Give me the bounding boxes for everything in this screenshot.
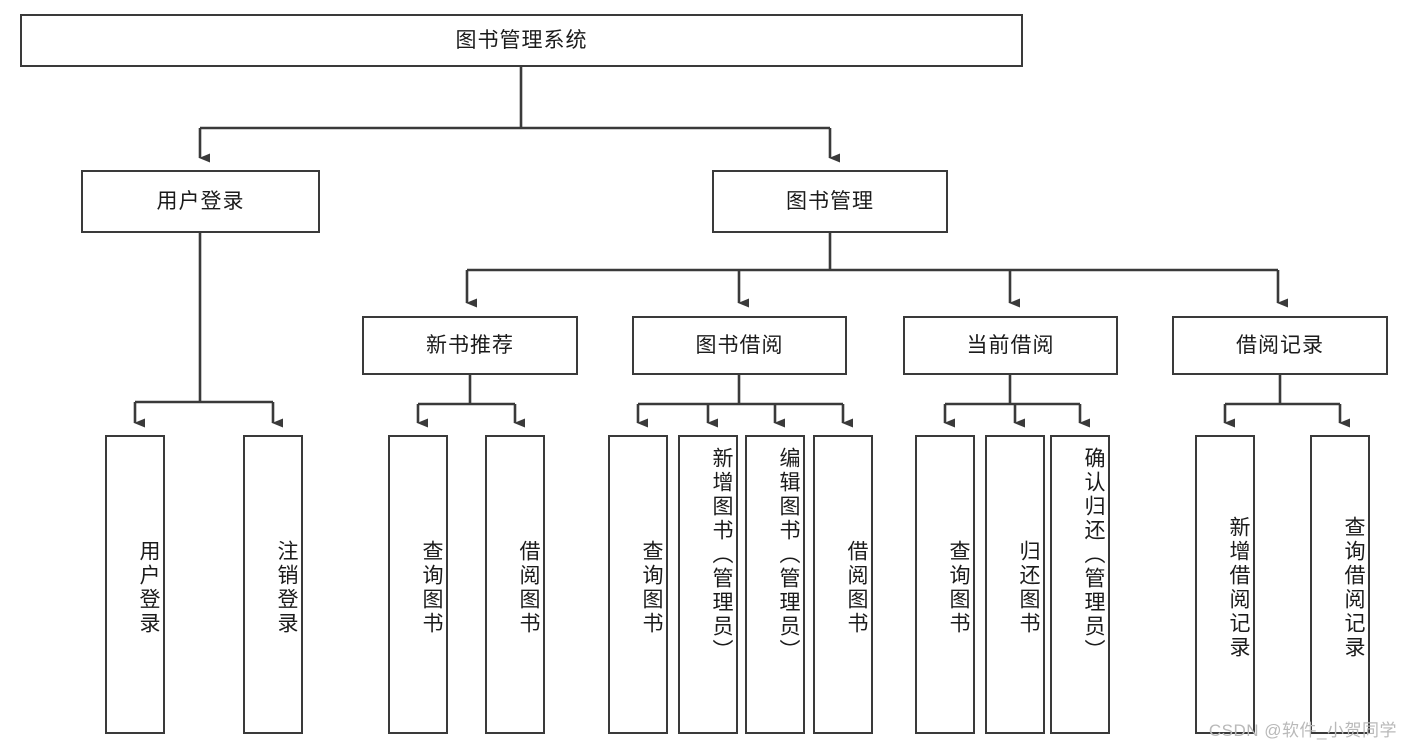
- leaf-book-borrow-query[interactable]: 查询图书: [608, 435, 668, 734]
- leaf-user-login-logout[interactable]: 注销登录: [243, 435, 303, 734]
- node-user-login[interactable]: 用户登录: [81, 170, 320, 233]
- leaf-current-borrow-query[interactable]: 查询图书: [915, 435, 975, 734]
- leaf-user-login-login[interactable]: 用户登录: [105, 435, 165, 734]
- leaf-borrow-record-query[interactable]: 查询借阅记录: [1310, 435, 1370, 734]
- leaf-current-borrow-confirm-admin[interactable]: 确认归还（管理员）: [1050, 435, 1110, 734]
- node-root-system[interactable]: 图书管理系统: [20, 14, 1023, 67]
- leaf-book-borrow-edit-admin[interactable]: 编辑图书（管理员）: [745, 435, 805, 734]
- node-borrow-record[interactable]: 借阅记录: [1172, 316, 1388, 375]
- node-book-management[interactable]: 图书管理: [712, 170, 948, 233]
- leaf-new-book-borrow[interactable]: 借阅图书: [485, 435, 545, 734]
- node-book-borrow[interactable]: 图书借阅: [632, 316, 847, 375]
- leaf-book-borrow-add-admin[interactable]: 新增图书（管理员）: [678, 435, 738, 734]
- leaf-new-book-query[interactable]: 查询图书: [388, 435, 448, 734]
- leaf-current-borrow-return[interactable]: 归还图书: [985, 435, 1045, 734]
- node-current-borrow[interactable]: 当前借阅: [903, 316, 1118, 375]
- csdn-watermark: CSDN @软件_小贺同学: [1208, 721, 1397, 740]
- leaf-borrow-record-add[interactable]: 新增借阅记录: [1195, 435, 1255, 734]
- node-new-book-recommend[interactable]: 新书推荐: [362, 316, 578, 375]
- leaf-book-borrow-borrow[interactable]: 借阅图书: [813, 435, 873, 734]
